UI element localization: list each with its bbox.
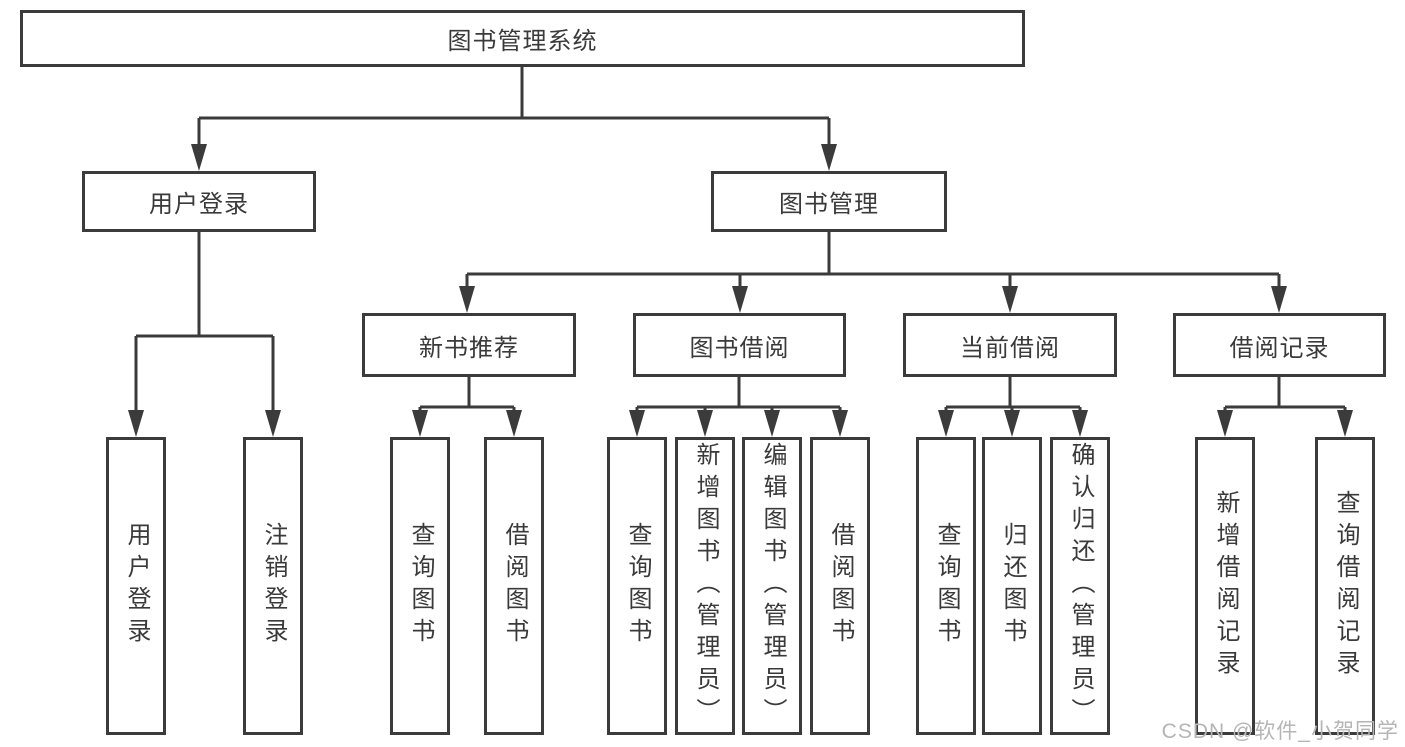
- connector-new-book-to-leaves: [412, 377, 522, 437]
- arrowhead-icon: [832, 410, 848, 437]
- arrowhead-icon: [128, 410, 144, 437]
- node-user-login: 用户登录: [82, 171, 316, 232]
- leaf-add-borrow-record: 新增借阅记录: [1195, 437, 1255, 735]
- node-new-book-recommend: 新书推荐: [362, 313, 576, 377]
- node-root-label: 图书管理系统: [447, 28, 598, 55]
- leaf-query-books-recommend: 查询图书: [390, 437, 450, 735]
- leaf-label: 编辑图书（管理员）: [759, 442, 786, 730]
- node-borrow-records: 借阅记录: [1173, 313, 1386, 377]
- arrowhead-icon: [1337, 410, 1353, 437]
- leaf-query-borrow-record: 查询借阅记录: [1315, 437, 1375, 735]
- arrowhead-icon: [412, 410, 428, 437]
- arrowhead-icon: [191, 144, 207, 171]
- node-user-login-label: 用户登录: [149, 191, 249, 218]
- arrowhead-icon: [821, 144, 837, 171]
- node-book-management-label: 图书管理: [779, 191, 879, 218]
- leaf-label: 查询图书: [407, 522, 434, 650]
- leaf-user-login: 用户登录: [106, 437, 166, 735]
- leaf-query-books-current: 查询图书: [916, 437, 976, 735]
- connector-current-borrow-to-leaves: [938, 377, 1088, 437]
- arrowhead-icon: [506, 410, 522, 437]
- leaf-query-books-borrow: 查询图书: [607, 437, 667, 735]
- node-book-borrow: 图书借阅: [633, 313, 846, 377]
- node-root: 图书管理系统: [20, 10, 1025, 67]
- arrowhead-icon: [265, 410, 281, 437]
- leaf-label: 注销登录: [260, 522, 287, 650]
- leaf-label: 新增借阅记录: [1212, 490, 1239, 682]
- leaf-confirm-return-admin: 确认归还（管理员）: [1050, 437, 1110, 735]
- leaf-label: 新增图书（管理员）: [692, 442, 719, 730]
- node-book-management: 图书管理: [711, 171, 947, 232]
- arrowhead-icon: [1004, 410, 1020, 437]
- node-borrow-records-label: 借阅记录: [1229, 334, 1330, 362]
- node-current-borrow-label: 当前借阅: [960, 334, 1060, 362]
- leaf-label: 用户登录: [123, 522, 150, 650]
- node-book-borrow-label: 图书借阅: [689, 334, 790, 362]
- arrowhead-icon: [1072, 410, 1088, 437]
- connector-root-to-level2: [191, 67, 837, 171]
- leaf-label: 借阅图书: [827, 522, 854, 650]
- arrowhead-icon: [1217, 410, 1233, 437]
- leaf-label: 查询图书: [624, 522, 651, 650]
- leaf-return-books: 归还图书: [982, 437, 1042, 735]
- connector-book-management-to-modules: [459, 232, 1287, 313]
- leaf-add-books-admin: 新增图书（管理员）: [675, 437, 735, 735]
- arrowhead-icon: [938, 410, 954, 437]
- leaf-borrow-books: 借阅图书: [810, 437, 870, 735]
- connector-borrow-records-to-leaves: [1217, 377, 1353, 437]
- leaf-logout: 注销登录: [243, 437, 303, 735]
- arrowhead-icon: [732, 286, 748, 313]
- arrowhead-icon: [459, 286, 475, 313]
- leaf-label: 查询借阅记录: [1332, 490, 1359, 682]
- arrowhead-icon: [764, 410, 780, 437]
- leaf-edit-books-admin: 编辑图书（管理员）: [742, 437, 802, 735]
- leaf-label: 确认归还（管理员）: [1067, 442, 1094, 730]
- node-new-book-recommend-label: 新书推荐: [419, 334, 519, 362]
- arrowhead-icon: [697, 410, 713, 437]
- arrowhead-icon: [629, 410, 645, 437]
- connector-user-login-to-leaves: [128, 232, 281, 437]
- arrowhead-icon: [1271, 286, 1287, 313]
- leaf-borrow-books-recommend: 借阅图书: [484, 437, 544, 735]
- csdn-watermark: CSDN @软件_小贺同学: [1161, 720, 1399, 743]
- leaf-label: 归还图书: [999, 522, 1026, 650]
- leaf-label: 查询图书: [933, 522, 960, 650]
- connector-book-borrow-to-leaves: [629, 377, 848, 437]
- node-current-borrow: 当前借阅: [903, 313, 1117, 377]
- arrowhead-icon: [1002, 286, 1018, 313]
- leaf-label: 借阅图书: [501, 522, 528, 650]
